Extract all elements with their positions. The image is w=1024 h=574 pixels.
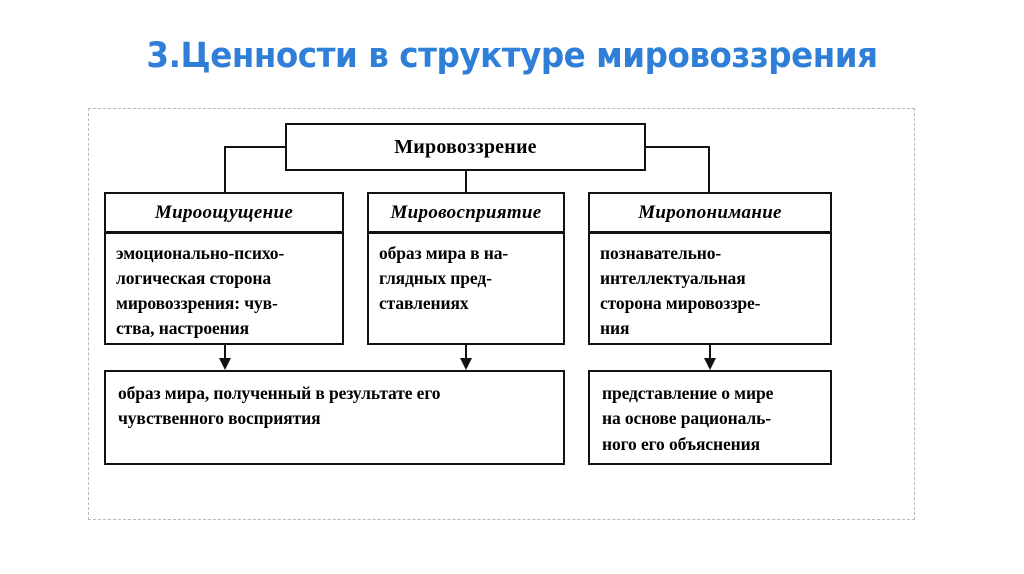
diagram-node-column-1-body-label: эмоционально-психо- логическая сторона м… [116, 243, 285, 338]
diagram-node-column-3-body-label: познавательно- интеллектуальная сторона … [600, 243, 761, 338]
arrow-column-1-to-conclusion-1-head-icon [219, 358, 231, 370]
arrow-column-2-to-conclusion-1-line [465, 345, 467, 361]
connector-root-to-column-1-vertical [224, 146, 226, 194]
diagram-node-column-2-header: Мировосприятие [367, 192, 565, 233]
diagram-node-column-2-body-label: образ мира в на- глядных пред- ставления… [379, 243, 509, 313]
content-placeholder-frame [88, 108, 915, 520]
diagram-node-column-2-body: образ мира в на- глядных пред- ставления… [367, 232, 565, 345]
diagram-node-conclusion-1: образ мира, полученный в результате его … [104, 370, 565, 465]
connector-root-to-column-2-vertical [465, 169, 467, 194]
diagram-node-root-label: Мировоззрение [394, 135, 537, 158]
diagram-node-conclusion-2: представление о мире на основе рациональ… [588, 370, 832, 465]
connector-root-to-column-1-horizontal [224, 146, 287, 148]
diagram-node-column-3-header-label: Миропонимание [638, 201, 782, 223]
diagram-node-column-2-header-label: Мировосприятие [390, 201, 542, 223]
diagram-node-conclusion-2-label: представление о мире на основе рациональ… [602, 383, 774, 454]
arrow-column-1-to-conclusion-1-line [224, 345, 226, 361]
diagram-node-root: Мировоззрение [285, 123, 646, 171]
diagram-node-conclusion-1-label: образ мира, полученный в результате его … [118, 383, 441, 429]
arrow-column-2-to-conclusion-1-head-icon [460, 358, 472, 370]
diagram-node-column-3-header: Миропонимание [588, 192, 832, 233]
page-title: 3.Ценности в структуре мировоззрения [146, 36, 878, 76]
diagram-node-column-1-header-label: Мироощущение [154, 201, 294, 223]
diagram-node-column-1-body: эмоционально-психо- логическая сторона м… [104, 232, 344, 345]
connector-root-to-column-3-vertical [708, 146, 710, 194]
diagram-node-column-3-body: познавательно- интеллектуальная сторона … [588, 232, 832, 345]
connector-root-to-column-3-horizontal [644, 146, 710, 148]
diagram-node-column-1-header: Мироощущение [104, 192, 344, 233]
arrow-column-3-to-conclusion-2-head-icon [704, 358, 716, 370]
arrow-column-3-to-conclusion-2-line [709, 345, 711, 361]
